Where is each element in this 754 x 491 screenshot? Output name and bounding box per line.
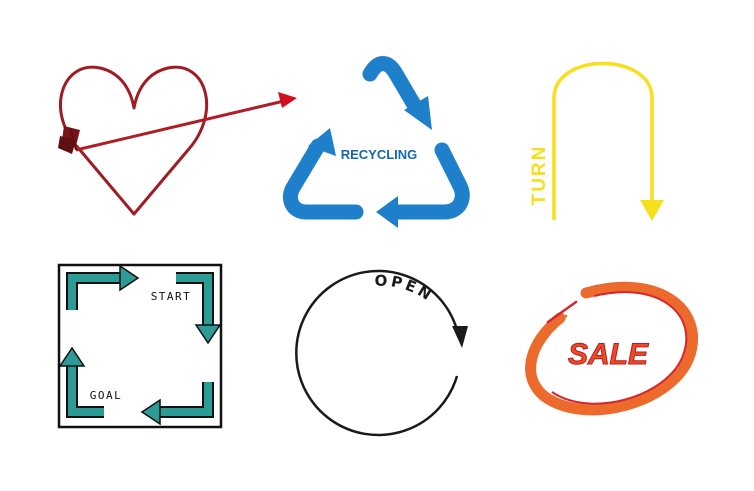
- arrow-fletching-lower: [58, 136, 76, 154]
- sale-swoosh-icon: SALE: [525, 281, 699, 416]
- heart-outline: [58, 65, 209, 216]
- recycling-arrow-left: [283, 138, 364, 220]
- sale-accent-stroke: [546, 300, 578, 324]
- recycling-label: RECYCLING: [341, 147, 418, 162]
- goal-label: GOAL: [90, 389, 123, 402]
- square-frame: [57, 263, 223, 429]
- right-arrow: [176, 272, 222, 345]
- u-turn-path: [552, 61, 654, 220]
- open-arrow-head: [452, 326, 468, 348]
- u-turn-arrow-head: [640, 200, 664, 221]
- recycling-arrow-bottom: [388, 142, 470, 220]
- heart-with-arrow-icon: [58, 65, 297, 216]
- turn-label: TURN: [529, 145, 550, 206]
- top-arrow: [66, 264, 140, 310]
- square-loop-arrows-icon: START GOAL: [57, 263, 223, 429]
- sale-swoosh-ring: [525, 281, 699, 416]
- open-label: OPEN: [374, 272, 437, 306]
- circular-open-arrow-icon: OPEN: [295, 269, 468, 437]
- bottom-arrow: [140, 382, 214, 426]
- recycling-arrow-right: [362, 56, 424, 116]
- arrow-head: [278, 92, 297, 108]
- sale-label: SALE: [568, 338, 649, 371]
- left-arrow: [58, 346, 104, 418]
- arrow-shaft: [75, 99, 285, 152]
- u-turn-arrow-icon: TURN: [529, 61, 664, 221]
- recycling-triangle-icon: RECYCLING: [283, 56, 470, 228]
- open-circle-arc: [295, 269, 459, 437]
- start-label: START: [151, 290, 192, 303]
